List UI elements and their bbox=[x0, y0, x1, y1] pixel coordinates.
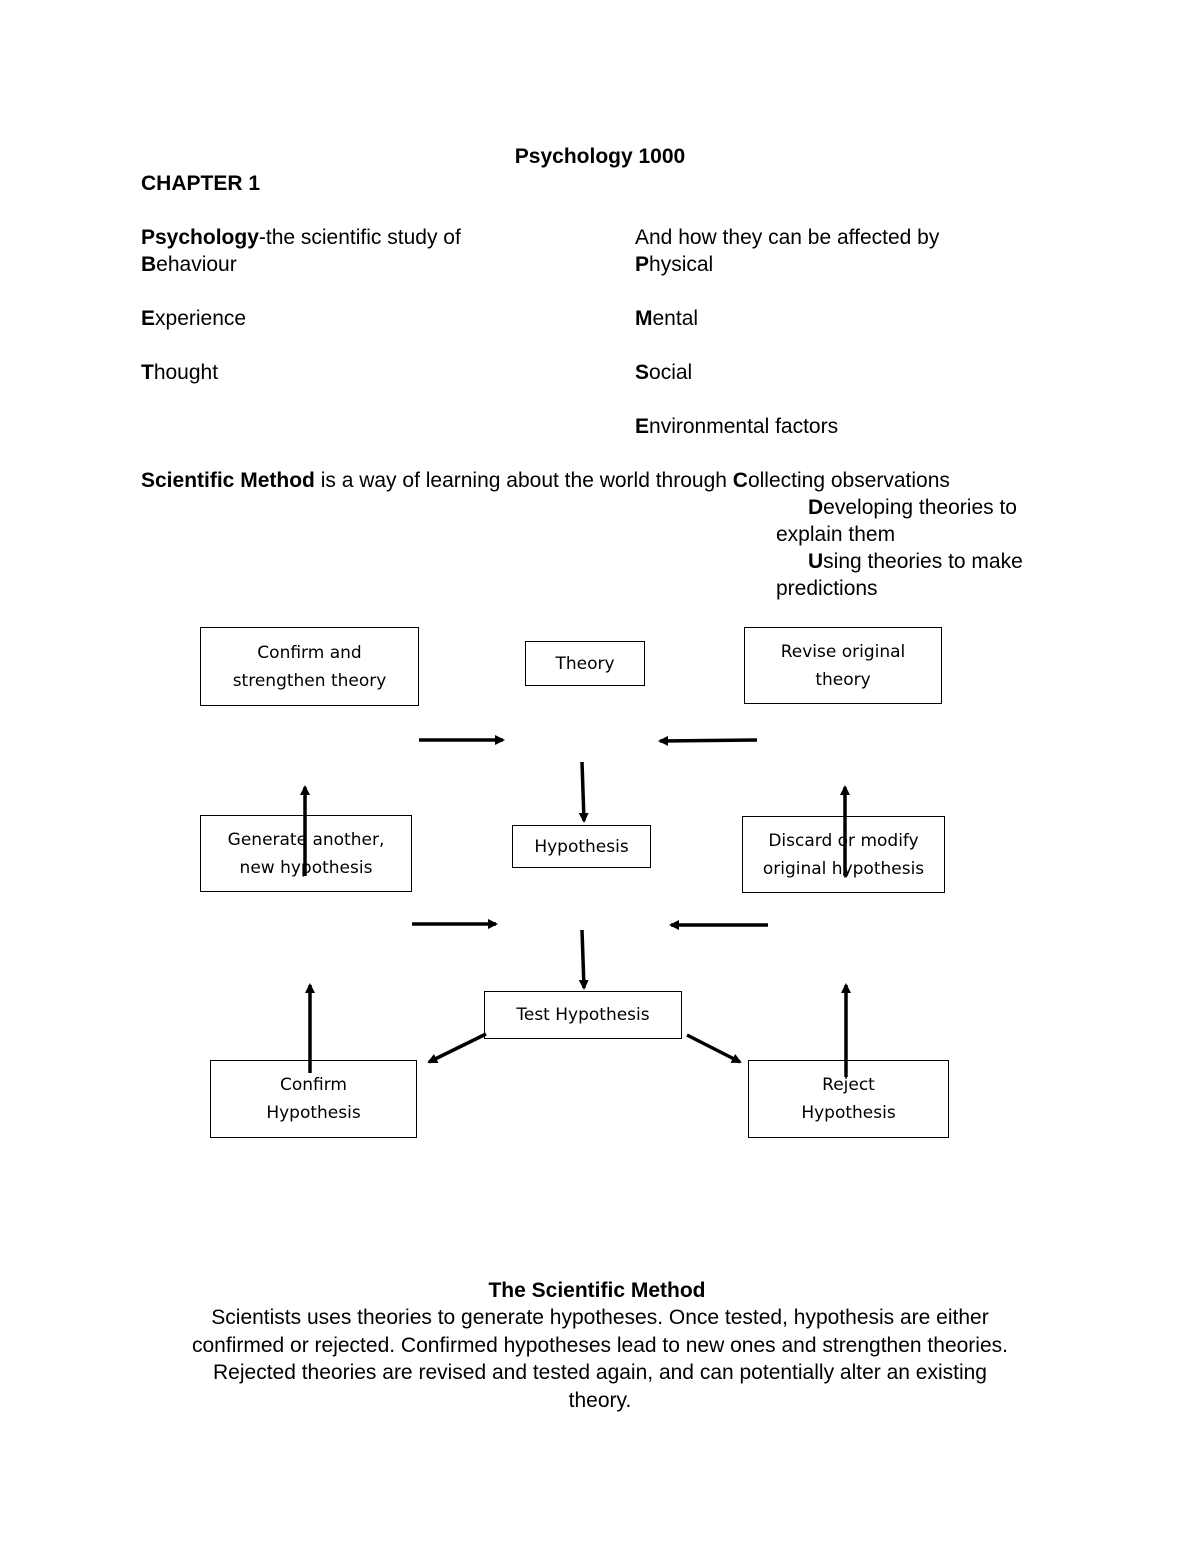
arrow-test-to-confirm bbox=[427, 1032, 487, 1064]
summary-paragraph: Scientists uses theories to generate hyp… bbox=[192, 1306, 1008, 1412]
method-step-developing-cont: explain them bbox=[776, 523, 896, 546]
arrow-theory-to-hypothesis bbox=[578, 761, 589, 823]
method-step-using-cont: predictions bbox=[776, 577, 878, 600]
arrow-hypothesis-to-test bbox=[578, 929, 589, 990]
definition-item-behaviour: Behaviour bbox=[141, 253, 237, 276]
definition-term: Psychology bbox=[141, 226, 259, 249]
summary-title: The Scientific Method bbox=[488, 1279, 706, 1302]
chapter-heading: CHAPTER 1 bbox=[141, 172, 261, 195]
factor-item-social: Social bbox=[635, 361, 693, 384]
factor-item-environmental: Environmental factors bbox=[635, 415, 839, 438]
arrow-test-to-reject bbox=[686, 1033, 742, 1064]
factors-intro: And how they can be affected by bbox=[635, 226, 940, 249]
definition-text: -the scientific study of bbox=[258, 226, 461, 249]
definition-item-experience: Experience bbox=[141, 307, 247, 330]
scientific-method-definition: Scientific Method is a way of learning a… bbox=[141, 469, 950, 492]
arrow-revise-to-theory bbox=[658, 735, 758, 746]
factor-item-physical: Physical bbox=[635, 253, 714, 276]
test-hypothesis-box: Test Hypothesis bbox=[484, 991, 682, 1039]
hypothesis-box: Hypothesis bbox=[512, 825, 651, 868]
psychology-definition: Psychology-the scientific study of bbox=[141, 224, 461, 251]
scientific-method-term: Scientific Method bbox=[141, 469, 315, 492]
method-step-developing: Developing theories to bbox=[808, 496, 1017, 519]
definition-item-thought: Thought bbox=[141, 361, 219, 384]
theory-box: Theory bbox=[525, 641, 645, 686]
method-step-using: Using theories to make bbox=[808, 550, 1023, 573]
factor-item-mental: Mental bbox=[635, 307, 699, 330]
page-title: Psychology 1000 bbox=[514, 145, 686, 168]
